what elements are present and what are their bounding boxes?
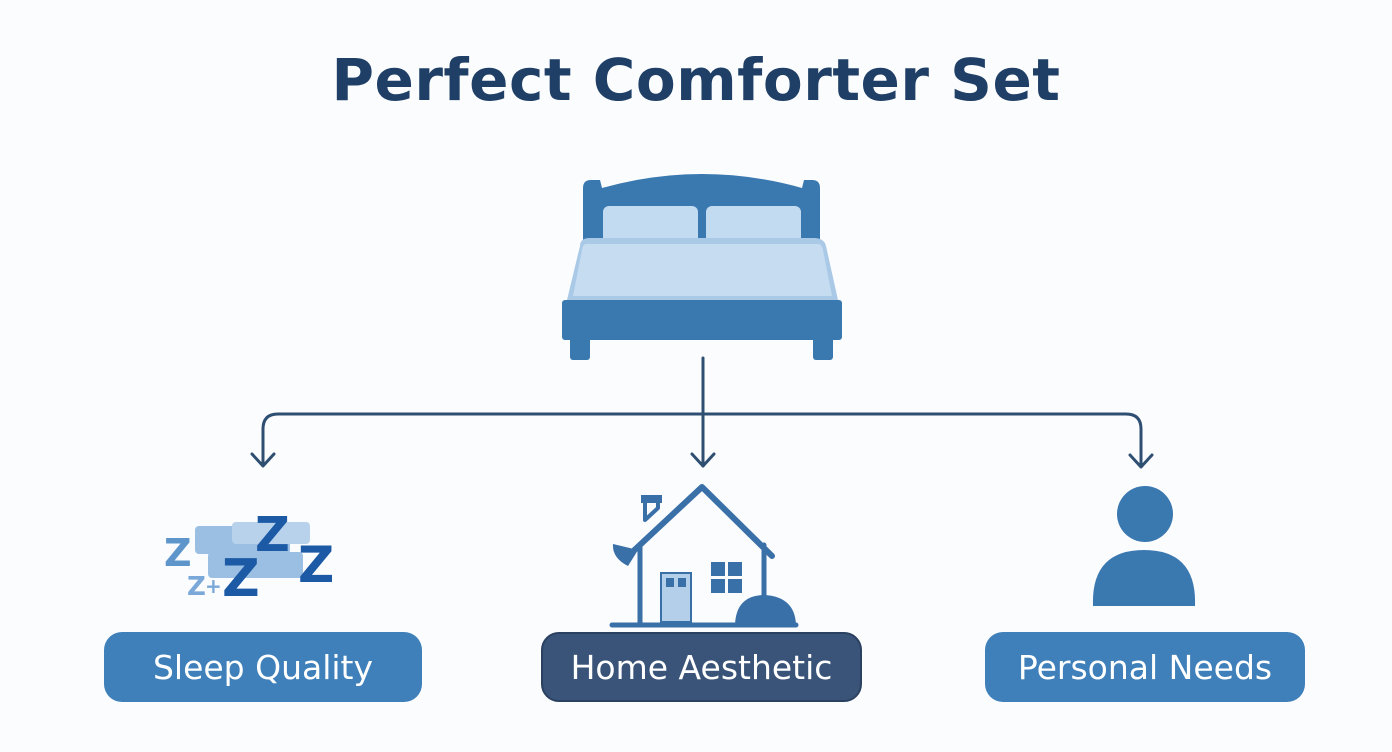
arrow-right-icon (1128, 453, 1154, 469)
branch-right-line (1124, 412, 1143, 468)
person-icon (1092, 486, 1196, 606)
svg-text:Z: Z (255, 507, 290, 563)
branch-label-personal-needs: Personal Needs (985, 632, 1305, 702)
diagram-title: Perfect Comforter Set (331, 46, 1061, 114)
house-icon (609, 484, 799, 628)
branch-label-sleep-quality: Sleep Quality (104, 632, 422, 702)
arrow-center-icon (690, 452, 716, 468)
zzz-sleep-icon: Z Z + Z Z Z (164, 507, 334, 609)
connector-lines (250, 356, 1154, 469)
svg-text:+: + (205, 574, 222, 598)
bed-icon (562, 174, 842, 360)
svg-text:Z: Z (187, 572, 206, 602)
arrow-left-icon (250, 452, 276, 468)
svg-text:Z: Z (298, 536, 334, 594)
svg-text:Z: Z (164, 531, 192, 575)
branch-left-line (261, 412, 280, 467)
svg-text:Z: Z (222, 549, 260, 609)
branch-label-home-aesthetic: Home Aesthetic (541, 632, 862, 702)
